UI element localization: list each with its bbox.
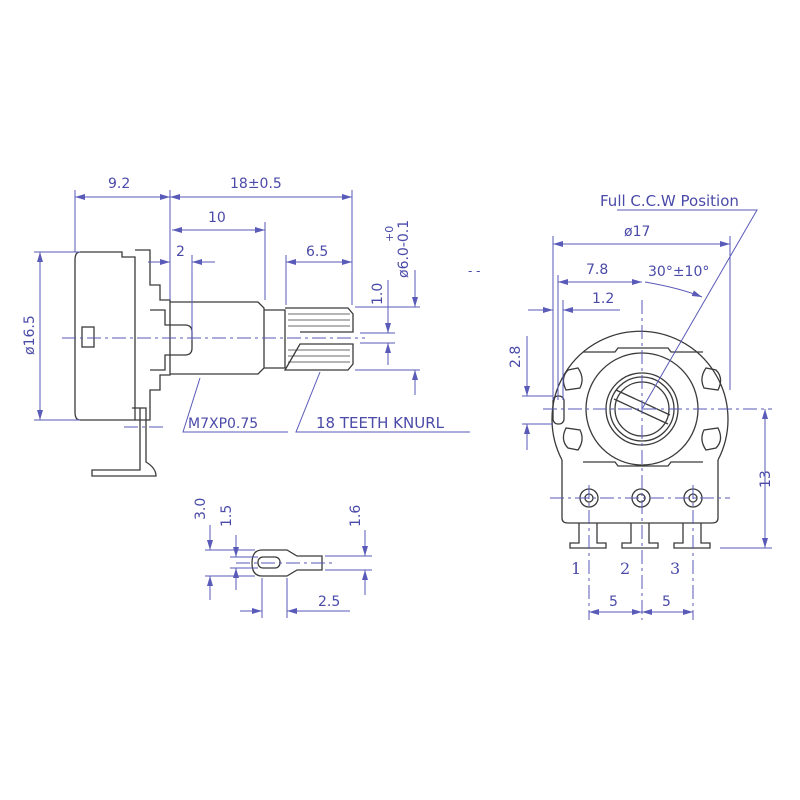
terminal-detail: 3.0 1.5 1.6 2.5 bbox=[193, 498, 372, 618]
dim-terminal-hole: 1.5 bbox=[219, 505, 235, 527]
pin-label-1: 1 bbox=[571, 559, 581, 578]
dim-half-width: 7.8 bbox=[586, 262, 608, 278]
pin-label-3: 3 bbox=[670, 559, 680, 578]
thread-label: M7XP0.75 bbox=[188, 416, 258, 432]
dim-terminal-height: 3.0 bbox=[193, 498, 209, 520]
dim-knurl-length: 6.5 bbox=[306, 244, 328, 260]
dim-shaft-diameter: ø6.0-0.1 bbox=[396, 220, 412, 278]
side-view: 9.2 18±0.5 10 2 6.5 ø16.5 1.0 ø6.0-0.1 +… bbox=[22, 176, 470, 477]
front-view: ø17 7.8 1.2 2.8 13 30°±10° Full C.C.W Po… bbox=[508, 192, 774, 620]
pin-label-2: 2 bbox=[620, 559, 630, 578]
dim-front-diameter: ø17 bbox=[624, 224, 650, 240]
dim-shaft-tolerance: +0 bbox=[383, 226, 396, 242]
dim-tab: 1.2 bbox=[592, 291, 614, 307]
dim-offset: 2 bbox=[176, 244, 185, 260]
dim-tab-height: 2.8 bbox=[508, 346, 524, 368]
full-ccw-position-label: Full C.C.W Position bbox=[600, 192, 739, 210]
dim-slot: 1.0 bbox=[370, 283, 386, 305]
dim-terminal-thickness: 1.6 bbox=[348, 505, 364, 527]
dim-body-diameter: ø16.5 bbox=[22, 315, 38, 355]
angle-label: 30°±10° bbox=[648, 264, 709, 280]
dim-bushing-length: 10 bbox=[208, 210, 226, 226]
dim-body-length: 9.2 bbox=[108, 176, 130, 192]
dim-terminal-length: 2.5 bbox=[318, 594, 340, 610]
svg-text:- -: - - bbox=[468, 264, 480, 278]
dim-front-height: 13 bbox=[758, 470, 774, 488]
pin-pitch-2: 5 bbox=[662, 594, 671, 610]
dim-shaft-length: 18±0.5 bbox=[230, 176, 282, 192]
pin-pitch-1: 5 bbox=[609, 594, 618, 610]
knurl-label: 18 TEETH KNURL bbox=[316, 414, 445, 432]
